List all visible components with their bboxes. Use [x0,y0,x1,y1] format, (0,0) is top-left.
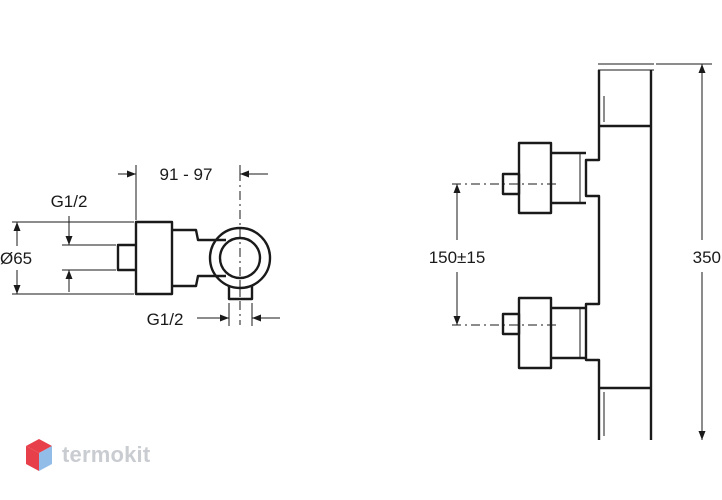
spacing-arrow-bottom [453,316,461,325]
outlet-thread-label: G1/2 [147,310,184,329]
depth-arrow-left [127,170,136,178]
side-view: 91 - 97 G1/2 Ø65 G1/2 [0,165,280,329]
spacing-arrow-top [453,184,461,193]
height-arrow-bottom [698,431,706,440]
lower-knob-neck [551,306,586,360]
spacing-label: 150±15 [429,248,486,267]
mixer-body [134,220,174,296]
body-neck [172,228,226,288]
upper-knob [517,141,553,215]
cube-icon [26,439,52,471]
lower-inlet [501,312,521,336]
inlet-thread-label: G1/2 [51,192,88,211]
inlet-connector [116,243,136,272]
front-view: 150±15 350 [429,63,721,440]
diameter-arrow-bottom [13,285,21,294]
body-outline [584,70,651,440]
diameter-arrow-top [13,222,21,231]
lower-knob [517,296,553,370]
diameter-label: Ø65 [0,249,32,268]
upper-knob-neck [551,151,586,205]
height-arrow-top [698,64,706,73]
termokit-logo: termokit [24,436,150,474]
depth-arrow-right [240,170,249,178]
outlet-arrow-right [252,314,261,322]
outlet-arrow-left [220,314,229,322]
height-label: 350 [693,248,721,267]
inlet-arrow-top [65,236,73,245]
depth-label: 91 - 97 [160,165,213,184]
inlet-arrow-bottom [65,270,73,279]
logo-text: termokit [62,442,151,467]
